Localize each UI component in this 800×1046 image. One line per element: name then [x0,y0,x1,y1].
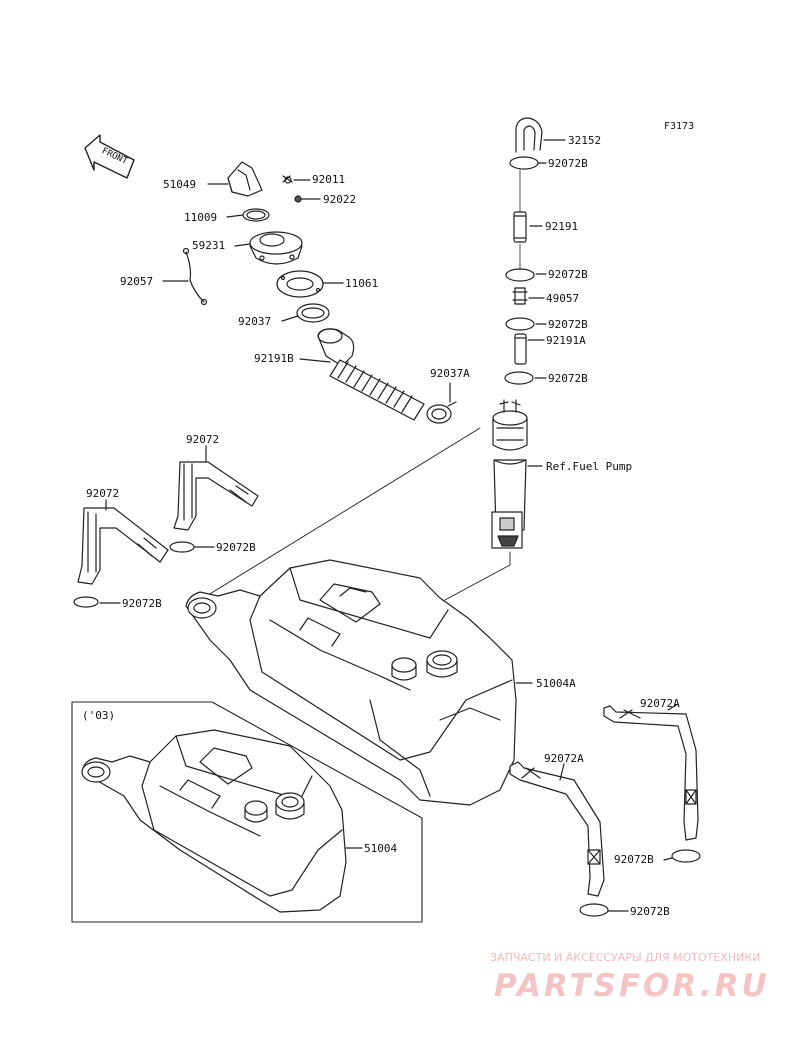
label-11061: 11061 [345,277,379,290]
label-92037: 92037 [238,315,272,328]
part-92011-screw [282,175,293,184]
watermark-brand-logo: PARTSFOR.RU [494,968,770,1004]
label-92191A: 92191A [546,334,586,347]
part-92072B-clamp-8 [579,903,609,917]
label-11009: 11009 [184,211,218,224]
label-59231: 59231 [192,239,226,252]
part-92072B-clamp-6 [73,596,99,608]
part-92072B-clamp-4 [504,371,534,385]
part-51004-fuel-tank [81,729,347,913]
label-92072B-5: 92072B [216,541,256,554]
part-92072B-clamp-2 [505,268,535,282]
part-92072B-clamp-1 [509,156,539,170]
part-49057-connector [512,287,528,305]
label-51004A: 51004A [536,677,576,690]
label-92072-2: 92072 [86,487,120,500]
part-92191B-filler-hose [317,328,425,421]
label-92037A: 92037A [430,367,470,380]
label-92072A-1: 92072A [640,697,680,710]
part-51004A-fuel-tank [185,559,517,806]
inset-label: ('03) [82,709,116,722]
label-92072B-8: 92072B [630,905,670,918]
label-92191: 92191 [545,220,579,233]
label-92072B-7: 92072B [614,853,654,866]
part-92072B-clamp-3 [505,317,535,331]
label-92072B-3: 92072B [548,318,588,331]
diagram-code: F3173 [664,121,695,132]
part-92072-bracket-1 [173,461,259,531]
part-11061-gasket [276,270,324,298]
front-arrow-icon: FRONT [84,134,135,179]
label-49057: 49057 [546,292,580,305]
part-92037-clamp [296,303,330,323]
label-51004: 51004 [364,842,398,855]
part-51049-fuel-cap [227,161,263,197]
part-92072A-strap-2 [509,761,605,897]
label-92022: 92022 [323,193,357,206]
part-92191A-hose [514,333,527,365]
part-92037A-clamp [426,401,457,424]
part-92191-hose [513,211,527,243]
label-92072B-4: 92072B [548,372,588,385]
inset-2003-frame [71,701,423,923]
label-92011: 92011 [312,173,346,186]
label-92072B-1: 92072B [548,157,588,170]
label-92072B-6: 92072B [122,597,162,610]
label-92057: 92057 [120,275,154,288]
label-32152: 32152 [568,134,602,147]
label-92072A-2: 92072A [544,752,584,765]
part-92072B-clamp-7 [671,849,701,863]
label-ref-fuel-pump: Ref.Fuel Pump [546,460,633,473]
fuel-pump [491,399,528,549]
part-92072-bracket-2 [77,507,169,585]
part-92072A-strap-1 [603,705,699,841]
part-59231-filler-neck [249,231,303,265]
part-92072B-clamp-5 [169,541,195,553]
label-92072-1: 92072 [186,433,220,446]
part-32152-elbow [515,117,543,153]
label-51049: 51049 [163,178,197,191]
part-92022-washer [294,195,302,203]
label-92072B-2: 92072B [548,268,588,281]
label-92191B: 92191B [254,352,294,365]
part-92057-ground-wire [182,247,208,306]
watermark-caption: ЗАПЧАСТИ И АКСЕССУАРЫ ДЛЯ МОТОТЕХНИКИ [490,951,761,964]
